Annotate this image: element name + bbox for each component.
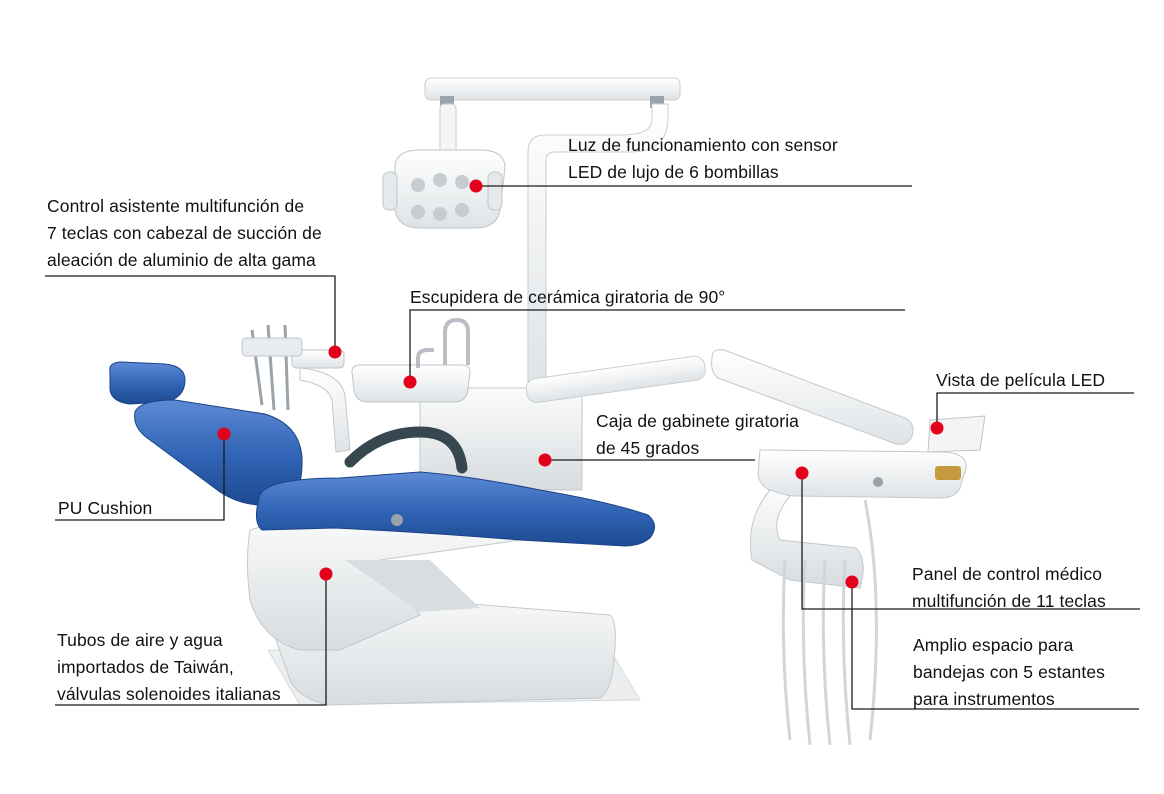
marker-trays — [845, 575, 859, 589]
label-light-line-1: Luz de funcionamiento con sensor — [568, 135, 838, 155]
label-assistant: Control asistente multifunción de 7 tecl… — [47, 193, 322, 274]
label-tubes: Tubos de aire y agua importados de Taiwá… — [57, 627, 281, 708]
marker-assistant — [328, 345, 342, 359]
label-assistant-line-2: 7 teclas con cabezal de succión de — [47, 223, 322, 243]
leader-control-panel — [801, 473, 1140, 610]
label-spittoon: Escupidera de cerámica giratoria de 90° — [410, 284, 725, 311]
label-trays-line-3: para instrumentos — [913, 689, 1055, 709]
label-control-panel-line-1: Panel de control médico — [912, 564, 1103, 584]
leader-assistant — [45, 275, 336, 352]
marker-control-panel — [795, 466, 809, 480]
chair-base — [247, 509, 616, 706]
label-cabinet-line-2: de 45 grados — [596, 438, 700, 458]
callout-markers — [217, 179, 944, 589]
label-light: Luz de funcionamiento con sensor LED de … — [568, 132, 838, 186]
marker-film-viewer — [930, 421, 944, 435]
leader-film-viewer — [936, 392, 1134, 428]
seat — [256, 471, 655, 547]
leader-lines — [45, 185, 1140, 710]
marker-light — [469, 179, 483, 193]
leader-tubes — [55, 574, 327, 706]
label-tubes-line-3: válvulas solenoides italianas — [57, 684, 281, 704]
label-cushion: PU Cushion — [58, 495, 152, 522]
label-trays-line-1: Amplio espacio para — [913, 635, 1074, 655]
marker-cushion — [217, 427, 231, 441]
leader-spittoon — [409, 309, 905, 382]
label-tubes-line-1: Tubos de aire y agua — [57, 630, 223, 650]
label-light-line-2: LED de lujo de 6 bombillas — [568, 162, 779, 182]
suction-hose — [344, 426, 468, 474]
operating-light — [382, 149, 506, 229]
label-assistant-line-3: aleación de aluminio de alta gama — [47, 250, 316, 270]
label-control-panel-line-2: multifunción de 11 teclas — [912, 591, 1106, 611]
headrest — [109, 361, 186, 405]
spittoon — [351, 317, 471, 403]
label-trays: Amplio espacio para bandejas con 5 estan… — [913, 632, 1105, 713]
doctor-unit — [711, 349, 986, 746]
label-assistant-line-1: Control asistente multifunción de — [47, 196, 305, 216]
label-cabinet-line-1: Caja de gabinete giratoria — [596, 411, 800, 431]
label-cushion-line-1: PU Cushion — [58, 498, 153, 518]
label-film-viewer: Vista de película LED — [936, 367, 1105, 394]
label-trays-line-2: bandejas con 5 estantes — [913, 662, 1106, 682]
leader-cushion — [55, 434, 225, 521]
marker-cabinet — [538, 453, 552, 467]
marker-tubes — [319, 567, 333, 581]
label-spittoon-line-1: Escupidera de cerámica giratoria de 90° — [410, 287, 726, 307]
label-tubes-line-2: importados de Taiwán, — [57, 657, 234, 677]
light-arm — [424, 77, 681, 391]
label-film-viewer-line-1: Vista de película LED — [936, 370, 1106, 390]
label-cabinet: Caja de gabinete giratoria de 45 grados — [596, 408, 799, 462]
marker-spittoon — [403, 375, 417, 389]
leader-trays — [851, 582, 1139, 710]
label-control-panel: Panel de control médico multifunción de … — [912, 561, 1106, 615]
